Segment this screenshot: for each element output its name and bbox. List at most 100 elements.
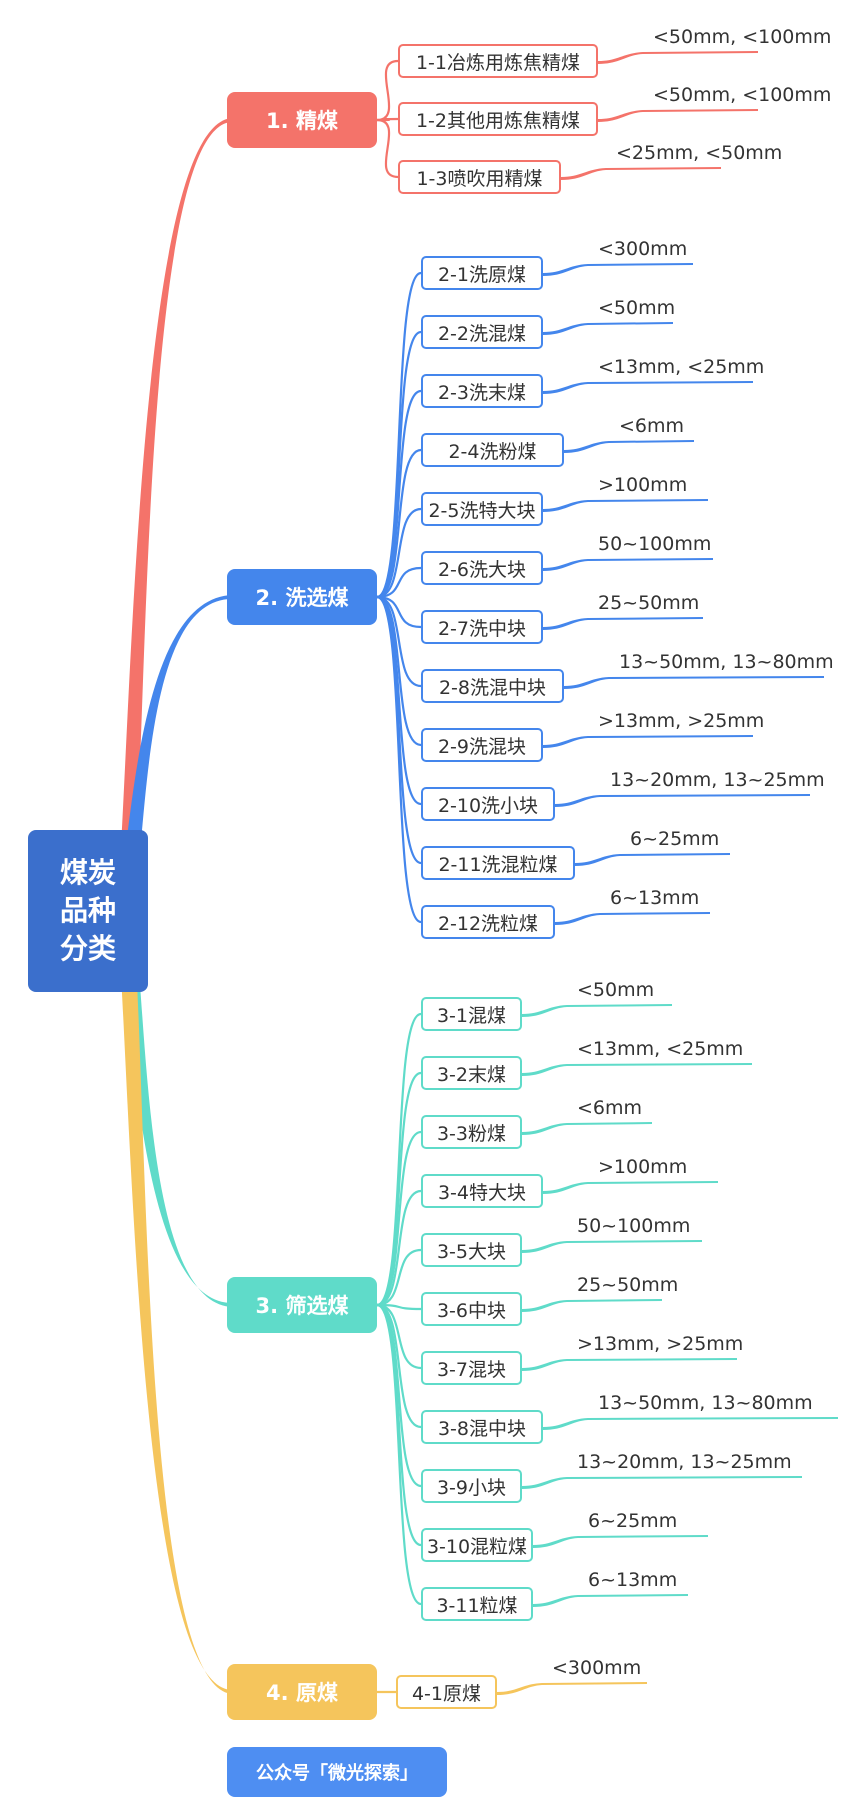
size-branch-2-8 <box>564 676 824 689</box>
category-3[interactable]: 3. 筛选煤 <box>227 1277 377 1333</box>
root-line-2: 品种 <box>59 894 116 927</box>
category-1[interactable]: 1. 精煤 <box>227 92 377 148</box>
link-1-1 <box>375 59 400 122</box>
size-label: >100mm <box>598 474 688 496</box>
size-label: 50~100mm <box>598 533 712 555</box>
size-label: >100mm <box>598 1156 688 1178</box>
size-branch-3-10 <box>533 1535 708 1548</box>
size-branch-3-3 <box>522 1122 652 1135</box>
footer-badge: 公众号「微光探索」 <box>227 1747 447 1797</box>
root-node[interactable]: 煤炭 品种 分类 <box>28 830 148 992</box>
leaf-2-6[interactable]: 2-6洗大块 <box>421 551 543 585</box>
size-label: 50~100mm <box>577 1215 691 1237</box>
size-branch-2-6 <box>543 558 713 571</box>
leaf-2-4[interactable]: 2-4洗粉煤 <box>421 433 564 467</box>
size-label: <13mm, <25mm <box>577 1038 744 1060</box>
link-3-4 <box>375 1189 423 1307</box>
leaf-3-6[interactable]: 3-6中块 <box>421 1292 522 1326</box>
size-label: 6~25mm <box>630 828 720 850</box>
size-branch-2-10 <box>555 794 810 807</box>
leaf-2-5[interactable]: 2-5洗特大块 <box>421 492 543 526</box>
leaf-2-1[interactable]: 2-1洗原煤 <box>421 256 543 290</box>
link-2-5 <box>375 507 423 599</box>
size-branch-2-4 <box>564 440 694 453</box>
leaf-3-8[interactable]: 3-8混中块 <box>421 1410 543 1444</box>
leaf-2-11[interactable]: 2-11洗混粒煤 <box>421 846 575 880</box>
leaf-3-10[interactable]: 3-10混粒煤 <box>421 1528 533 1562</box>
size-branch-2-11 <box>575 853 730 866</box>
link-3-5 <box>375 1248 423 1307</box>
leaf-2-10[interactable]: 2-10洗小块 <box>421 787 555 821</box>
leaf-2-2[interactable]: 2-2洗混煤 <box>421 315 543 349</box>
size-branch-2-12 <box>555 912 710 925</box>
size-branch-3-6 <box>522 1299 662 1312</box>
size-branch-2-7 <box>543 617 703 630</box>
link-1-3 <box>375 118 400 179</box>
size-label: >13mm, >25mm <box>577 1333 744 1355</box>
size-label: 13~50mm, 13~80mm <box>598 1392 813 1414</box>
size-label: 13~20mm, 13~25mm <box>577 1451 792 1473</box>
link-3-6 <box>375 1303 423 1311</box>
size-branch-2-1 <box>543 263 693 276</box>
leaf-1-1[interactable]: 1-1冶炼用炼焦精煤 <box>398 44 598 78</box>
size-branch-3-4 <box>543 1181 718 1194</box>
leaf-3-1[interactable]: 3-1混煤 <box>421 997 522 1031</box>
leaf-2-3[interactable]: 2-3洗末煤 <box>421 374 543 408</box>
leaf-3-7[interactable]: 3-7混块 <box>421 1351 522 1385</box>
size-branch-3-9 <box>522 1476 802 1489</box>
leaf-1-3[interactable]: 1-3喷吹用精煤 <box>398 160 561 194</box>
size-branch-4-1 <box>497 1682 647 1695</box>
leaf-3-5[interactable]: 3-5大块 <box>421 1233 522 1267</box>
leaf-2-12[interactable]: 2-12洗粒煤 <box>421 905 555 939</box>
size-label: 13~50mm, 13~80mm <box>619 651 834 673</box>
link-3-11 <box>375 1303 423 1606</box>
leaf-3-9[interactable]: 3-9小块 <box>421 1469 522 1503</box>
root-line-3: 分类 <box>59 932 116 965</box>
size-branch-3-5 <box>522 1240 702 1253</box>
leaf-3-3[interactable]: 3-3粉煤 <box>421 1115 522 1149</box>
size-branch-2-3 <box>543 381 753 394</box>
link-2-6 <box>375 566 423 599</box>
leaf-3-4[interactable]: 3-4特大块 <box>421 1174 543 1208</box>
category-2[interactable]: 2. 洗选煤 <box>227 569 377 625</box>
link-3-7 <box>375 1303 423 1370</box>
link-3-2 <box>375 1071 423 1307</box>
size-label: 6~13mm <box>588 1569 678 1591</box>
size-branch-3-11 <box>533 1594 688 1607</box>
size-label: 25~50mm <box>598 592 700 614</box>
size-label: <6mm <box>619 415 685 437</box>
size-branch-2-2 <box>543 322 673 335</box>
leaf-2-7[interactable]: 2-7洗中块 <box>421 610 543 644</box>
size-branch-1-2 <box>598 109 758 122</box>
category-4[interactable]: 4. 原煤 <box>227 1664 377 1720</box>
size-label: <50mm <box>577 979 655 1001</box>
leaf-3-11[interactable]: 3-11粒煤 <box>421 1587 533 1621</box>
size-branch-3-8 <box>543 1417 838 1430</box>
size-label: <300mm <box>552 1657 642 1679</box>
size-label: <25mm, <50mm <box>616 142 783 164</box>
size-label: >13mm, >25mm <box>598 710 765 732</box>
size-branch-2-9 <box>543 735 753 748</box>
leaf-3-2[interactable]: 3-2末煤 <box>421 1056 522 1090</box>
leaf-2-9[interactable]: 2-9洗混块 <box>421 728 543 762</box>
link-2-3 <box>375 389 423 599</box>
size-branch-1-3 <box>561 167 721 180</box>
leaf-1-2[interactable]: 1-2其他用炼焦精煤 <box>398 102 598 136</box>
size-branch-2-5 <box>543 499 708 512</box>
size-label: 13~20mm, 13~25mm <box>610 769 825 791</box>
link-2-4 <box>375 448 423 599</box>
link-2-2 <box>375 330 423 599</box>
size-label: 25~50mm <box>577 1274 679 1296</box>
size-label: <50mm <box>598 297 676 319</box>
size-label: <50mm, <100mm <box>653 26 832 48</box>
size-branch-1-1 <box>598 51 758 64</box>
size-label: <13mm, <25mm <box>598 356 765 378</box>
link-2-7 <box>375 595 423 629</box>
size-label: <300mm <box>598 238 688 260</box>
link-1-2 <box>375 117 400 122</box>
leaf-4-1[interactable]: 4-1原煤 <box>396 1675 497 1709</box>
size-branch-3-1 <box>522 1004 672 1017</box>
root-line-1: 煤炭 <box>59 856 116 889</box>
size-branch-3-7 <box>522 1358 737 1371</box>
leaf-2-8[interactable]: 2-8洗混中块 <box>421 669 564 703</box>
